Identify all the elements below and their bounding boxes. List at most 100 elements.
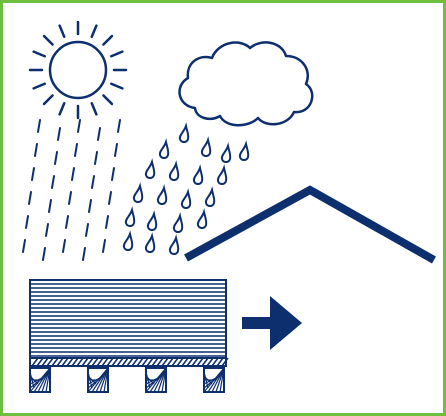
pallet-block xyxy=(145,367,167,393)
arrow-right-icon xyxy=(242,296,302,350)
pallet-hatch xyxy=(191,357,199,367)
pallet-hatch xyxy=(216,357,224,367)
raindrop xyxy=(200,136,212,157)
raindrop xyxy=(156,184,168,205)
sunlight-streak xyxy=(85,223,89,237)
sun-icon xyxy=(28,20,128,120)
sunlight-streak xyxy=(74,143,78,157)
pallet-hatch xyxy=(51,357,59,367)
pallet-hatch xyxy=(186,357,194,367)
sunlight-streak xyxy=(105,215,109,229)
pallet-hatch xyxy=(221,357,229,367)
raindrop xyxy=(220,142,232,163)
sunlight-streak xyxy=(45,223,49,237)
pallet-hatch xyxy=(66,357,74,367)
sunlight-streak xyxy=(31,167,35,181)
pallet-hatch xyxy=(46,357,54,367)
sunlight-streak xyxy=(42,247,46,261)
sunlight-streak xyxy=(25,215,29,229)
pallet-hatch xyxy=(91,357,99,367)
pallet-hatch xyxy=(161,357,169,367)
raindrop xyxy=(178,122,190,143)
lumber-stack-icon xyxy=(29,279,227,359)
raindrop xyxy=(204,186,216,207)
raindrop xyxy=(216,164,228,185)
raindrop xyxy=(168,160,180,181)
pallet-hatch xyxy=(166,357,174,367)
roof-icon xyxy=(184,185,436,264)
pallet-hatch xyxy=(196,357,204,367)
raindrop xyxy=(196,208,208,229)
pallet-hatch xyxy=(41,357,49,367)
sunlight-streak xyxy=(82,247,86,261)
sunlight-streak xyxy=(111,167,115,181)
raindrop xyxy=(122,230,134,251)
pallet-hatch xyxy=(86,357,94,367)
sunlight-streak xyxy=(37,119,41,133)
sunlight-streak xyxy=(71,167,75,181)
sunlight-streak xyxy=(48,199,52,213)
sunlight-streaks xyxy=(22,119,121,261)
pallet-hatch xyxy=(36,357,44,367)
sunlight-streak xyxy=(62,239,66,253)
pallet-hatch xyxy=(61,357,69,367)
raindrop xyxy=(144,232,156,253)
sunlight-streak xyxy=(108,191,112,205)
pallet-icon xyxy=(29,357,229,393)
pallet-hatch xyxy=(56,357,64,367)
pallet-hatch xyxy=(156,357,164,367)
raindrop xyxy=(146,210,158,231)
sunlight-streak xyxy=(57,127,61,141)
sunlight-streak xyxy=(68,191,72,205)
pallet-hatch xyxy=(96,357,104,367)
pallet-block xyxy=(29,367,51,393)
pallet-hatch xyxy=(181,357,189,367)
pallet-block xyxy=(87,367,109,393)
sunlight-streak xyxy=(102,239,106,253)
pallet-hatch xyxy=(76,357,84,367)
pallet-hatch xyxy=(211,357,219,367)
sunlight-streak xyxy=(51,175,55,189)
raindrop xyxy=(124,206,136,227)
raindrop xyxy=(132,182,144,203)
sunlight-streak xyxy=(65,215,69,229)
raindrop xyxy=(238,140,250,161)
sunlight-streak xyxy=(117,119,121,133)
pallet-hatch xyxy=(206,357,214,367)
pallet-hatch xyxy=(101,357,109,367)
sunlight-streak xyxy=(94,151,98,165)
sunlight-streak xyxy=(54,151,58,165)
pallet-hatch xyxy=(171,357,179,367)
raindrop xyxy=(172,212,184,233)
sunlight-streak xyxy=(97,127,101,141)
rain-icon xyxy=(122,122,250,255)
raindrop xyxy=(180,188,192,209)
sunlight-streak xyxy=(91,175,95,189)
raindrop xyxy=(168,234,180,255)
raindrop xyxy=(158,138,170,159)
pallet-hatch xyxy=(146,357,154,367)
pallet-hatch xyxy=(136,357,144,367)
sunlight-streak xyxy=(34,143,38,157)
raindrop xyxy=(144,158,156,179)
sunlight-streak xyxy=(77,119,81,133)
pallet-hatch xyxy=(111,357,119,367)
sunlight-streak xyxy=(114,143,118,157)
pallet-hatch xyxy=(131,357,139,367)
pallet-block xyxy=(203,367,225,393)
pallet-hatch xyxy=(121,357,129,367)
pallet-hatch xyxy=(176,357,184,367)
pallet-hatch xyxy=(106,357,114,367)
pallet-hatch xyxy=(201,357,209,367)
pallet-hatch xyxy=(31,357,39,367)
pallet-hatch xyxy=(126,357,134,367)
pallet-hatch xyxy=(151,357,159,367)
pallet-hatch xyxy=(71,357,79,367)
raindrop xyxy=(192,164,204,185)
sunlight-streak xyxy=(28,191,32,205)
pallet-hatch xyxy=(81,357,89,367)
sunlight-streak xyxy=(22,239,26,253)
pallet-hatch xyxy=(116,357,124,367)
pallet-hatch xyxy=(141,357,149,367)
